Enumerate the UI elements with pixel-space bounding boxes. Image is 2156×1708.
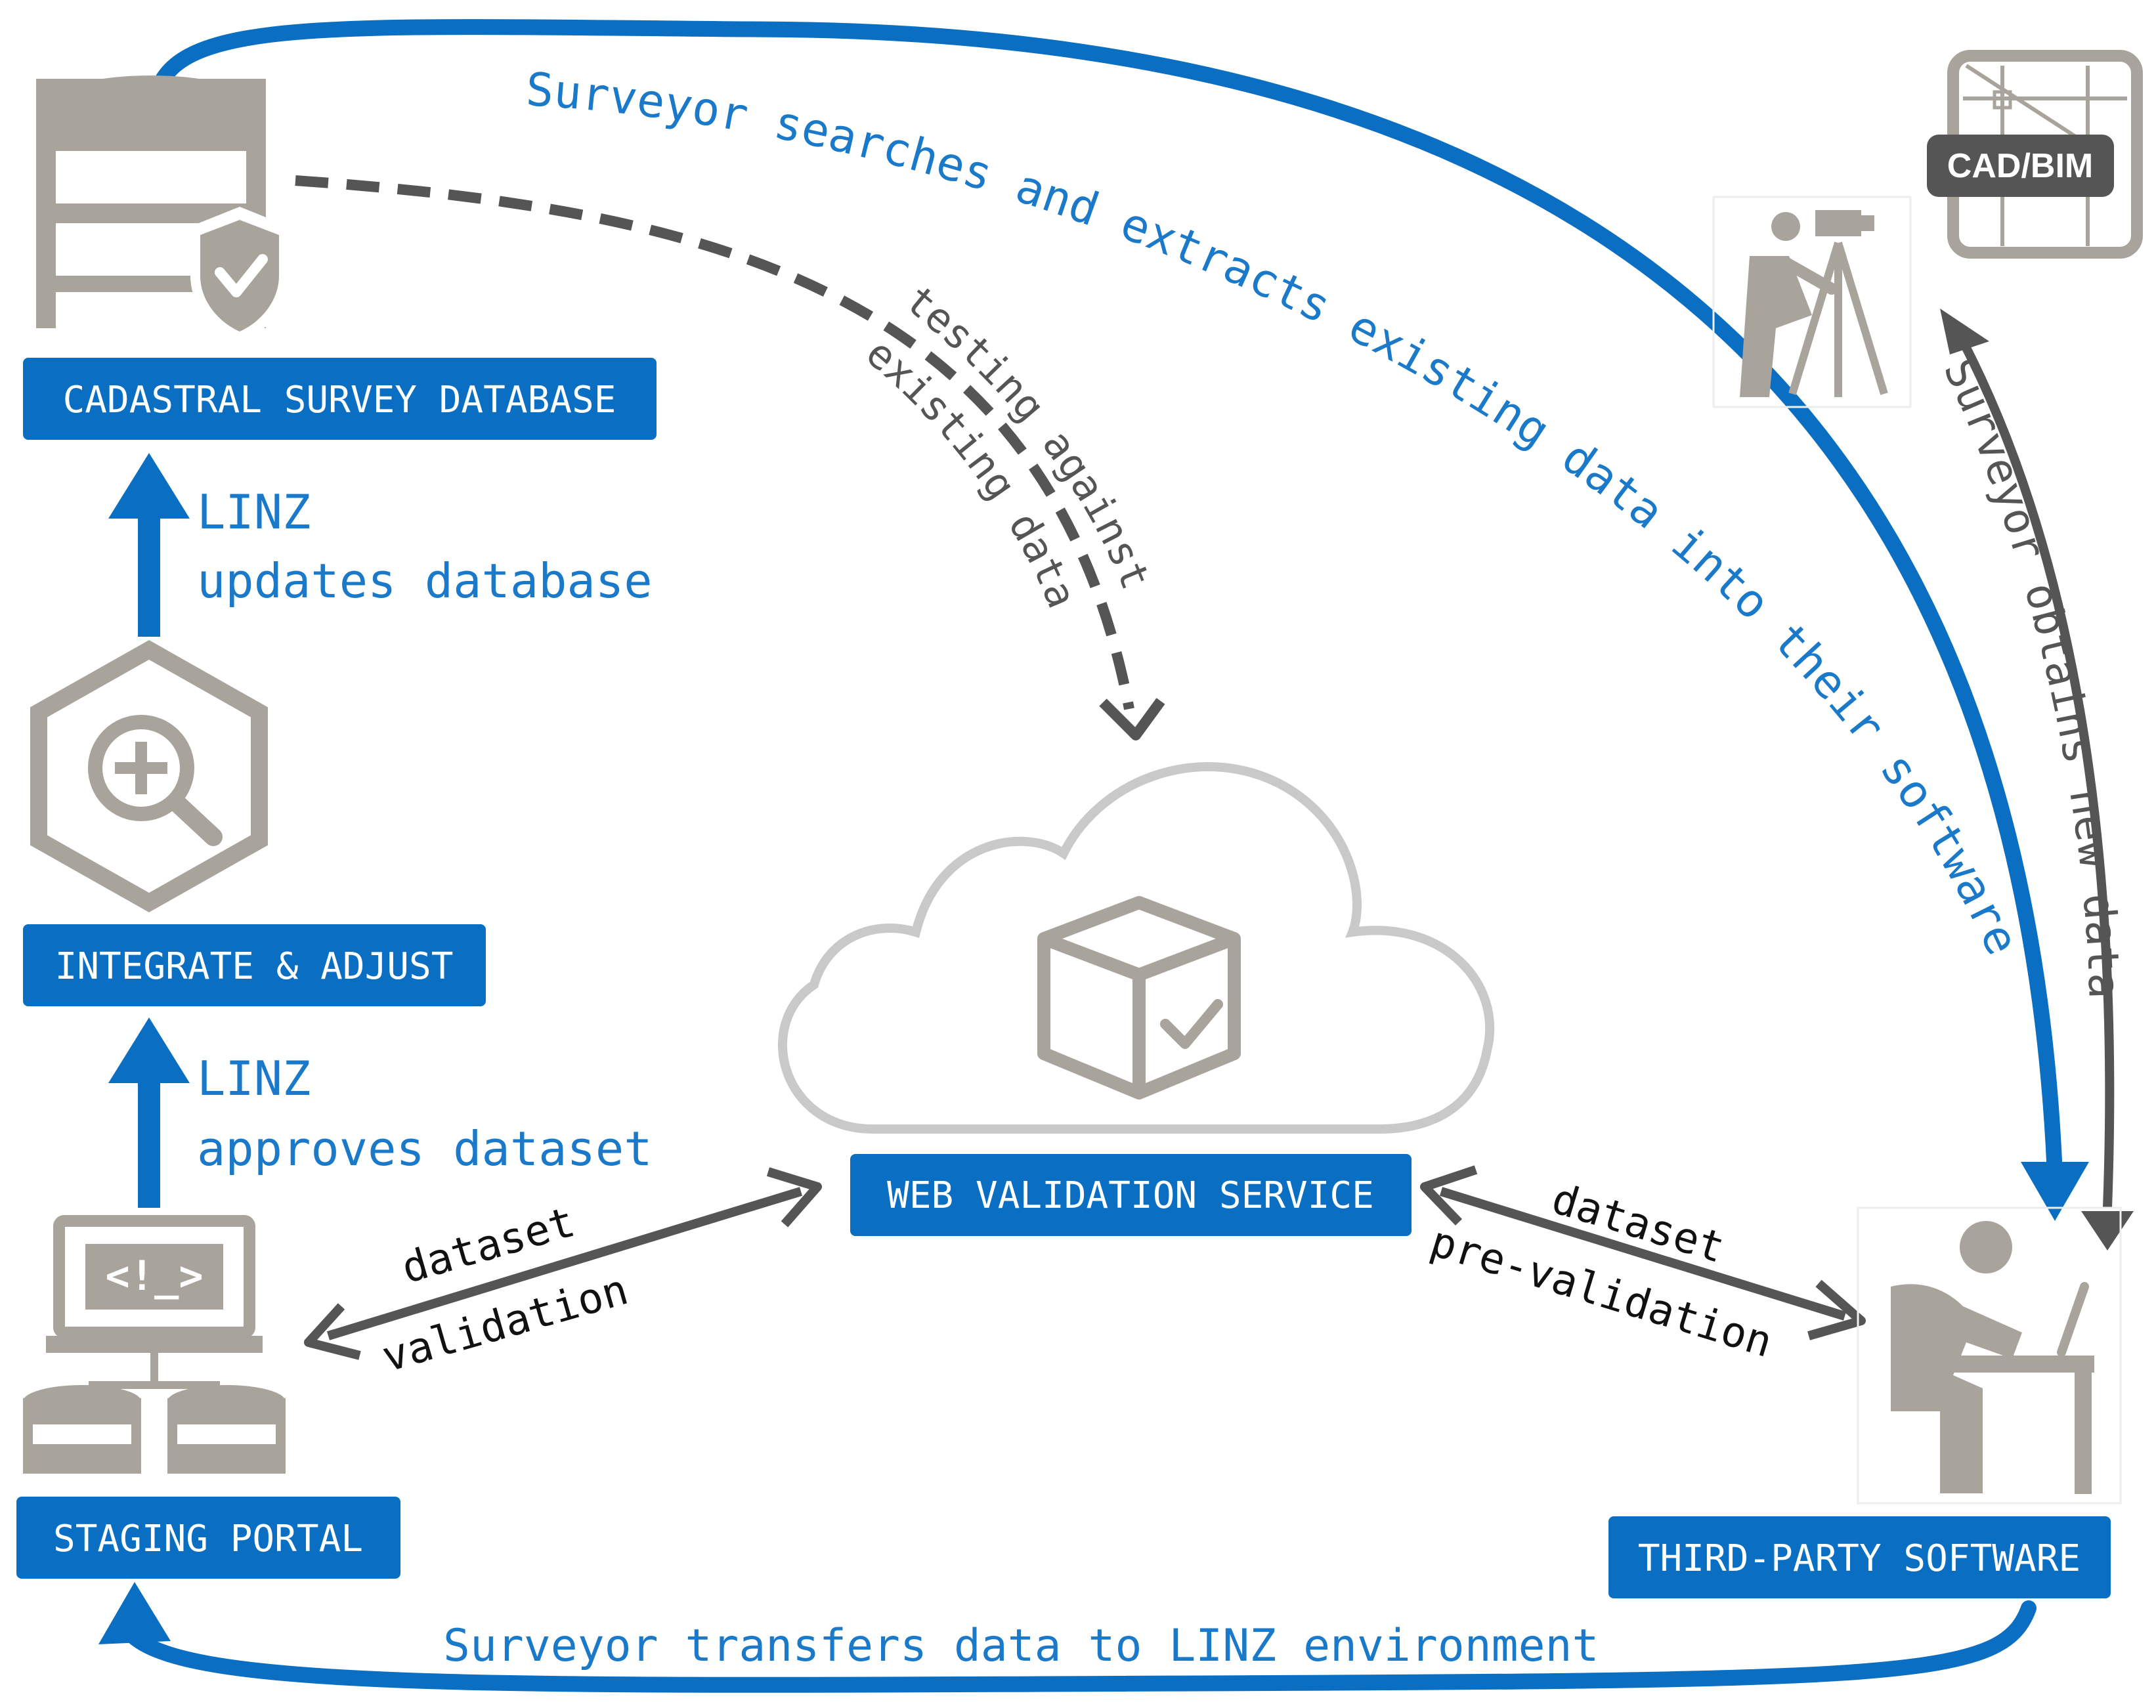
hex-magnifier-icon — [30, 640, 268, 912]
svg-text:<!_>: <!_> — [105, 1252, 203, 1300]
person-at-desk-icon — [1857, 1206, 2122, 1505]
node-web-validation[interactable]: WEB VALIDATION SERVICE — [850, 1154, 1412, 1236]
flow-obtains-arrowhead-bottom — [2081, 1211, 2134, 1250]
node-integrate-adjust[interactable]: INTEGRATE & ADJUST — [23, 924, 486, 1006]
flow-testing-dashed — [295, 175, 1134, 710]
flow-updates-label-1: LINZ — [197, 484, 311, 540]
flow-transfers-arc — [123, 1600, 2037, 1693]
flow-validation-label-1: dataset — [397, 1198, 580, 1293]
flow-prevalidation-arrowhead-left — [1420, 1165, 1478, 1226]
flow-updates-arrowhead — [108, 453, 190, 519]
flow-approves-arrowhead — [108, 1017, 190, 1083]
node-staging-portal[interactable]: STAGING PORTAL — [16, 1497, 400, 1579]
node-web-validation-label: WEB VALIDATION SERVICE — [887, 1174, 1374, 1217]
node-integrate-adjust-label: INTEGRATE & ADJUST — [55, 945, 454, 988]
cloud-package-check-icon — [778, 762, 1495, 1134]
flow-validation-arrowhead-left — [304, 1303, 361, 1360]
flow-validation-arrowhead-right — [766, 1167, 822, 1228]
flow-transfers-label: Surveyor transfers data to LINZ environm… — [443, 1620, 1599, 1672]
flow-updates-label-2: updates database — [197, 553, 653, 608]
node-third-party-label: THIRD-PARTY SOFTWARE — [1638, 1537, 2081, 1580]
flow-testing-arrowhead — [1099, 698, 1165, 740]
flow-transfers-arrowhead — [98, 1582, 171, 1644]
flow-prevalidation-arrowhead-right — [1807, 1279, 1866, 1340]
database-shield-icon — [36, 75, 289, 345]
flow-prevalidation-line — [1439, 1187, 1847, 1321]
flow-obtains-line — [1958, 339, 2115, 1208]
cad-bim-label: CAD/BIM — [1947, 147, 2093, 185]
flow-obtains-arrowhead-top — [1940, 309, 1989, 354]
node-third-party[interactable]: THIRD-PARTY SOFTWARE — [1608, 1516, 2111, 1598]
flow-approves-shaft — [138, 1070, 160, 1208]
node-staging-portal-label: STAGING PORTAL — [53, 1518, 363, 1560]
flow-updates-shaft — [138, 505, 160, 637]
flow-approves-label-1: LINZ — [197, 1051, 311, 1106]
surveyor-tripod-icon — [1712, 196, 1912, 408]
node-cadastral-database-label: CADASTRAL SURVEY DATABASE — [63, 379, 616, 421]
flow-approves-label-2: approves dataset — [197, 1121, 653, 1176]
node-cadastral-database[interactable]: CADASTRAL SURVEY DATABASE — [23, 358, 657, 440]
flow-search-arrowhead — [2021, 1162, 2089, 1221]
flow-validation-line — [326, 1187, 803, 1340]
cad-bim-icon: CAD/BIM — [1927, 50, 2143, 259]
laptop-code-icon: <!_> — [23, 1215, 286, 1474]
flow-search-arc — [146, 19, 2063, 1183]
